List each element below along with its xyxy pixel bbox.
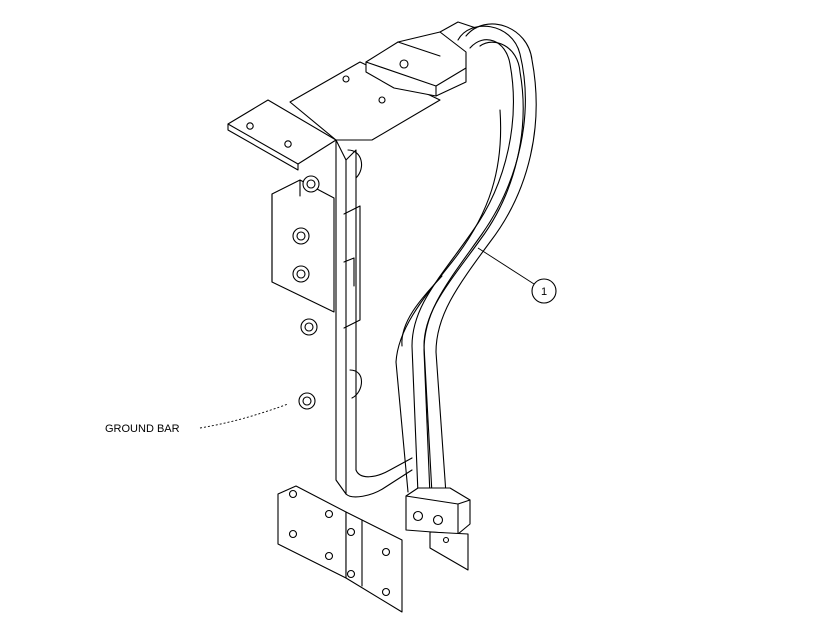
bolt-icon (300, 318, 318, 336)
bolt-icon (302, 175, 320, 193)
bolt-icon (292, 265, 310, 283)
ground-bar-label: GROUND BAR (105, 423, 180, 435)
bottom-clamp-block (405, 487, 471, 571)
mounting-bracket (227, 61, 441, 613)
callout-number: 1 (541, 286, 547, 298)
top-clamp-block (365, 21, 477, 97)
ground-bar-bolt-icon (298, 392, 316, 410)
callout-ground-bar: GROUND BAR (105, 403, 289, 435)
bolt-icon (292, 227, 310, 245)
cable-assembly (395, 23, 537, 497)
callout-item-1: 1 (477, 247, 557, 304)
